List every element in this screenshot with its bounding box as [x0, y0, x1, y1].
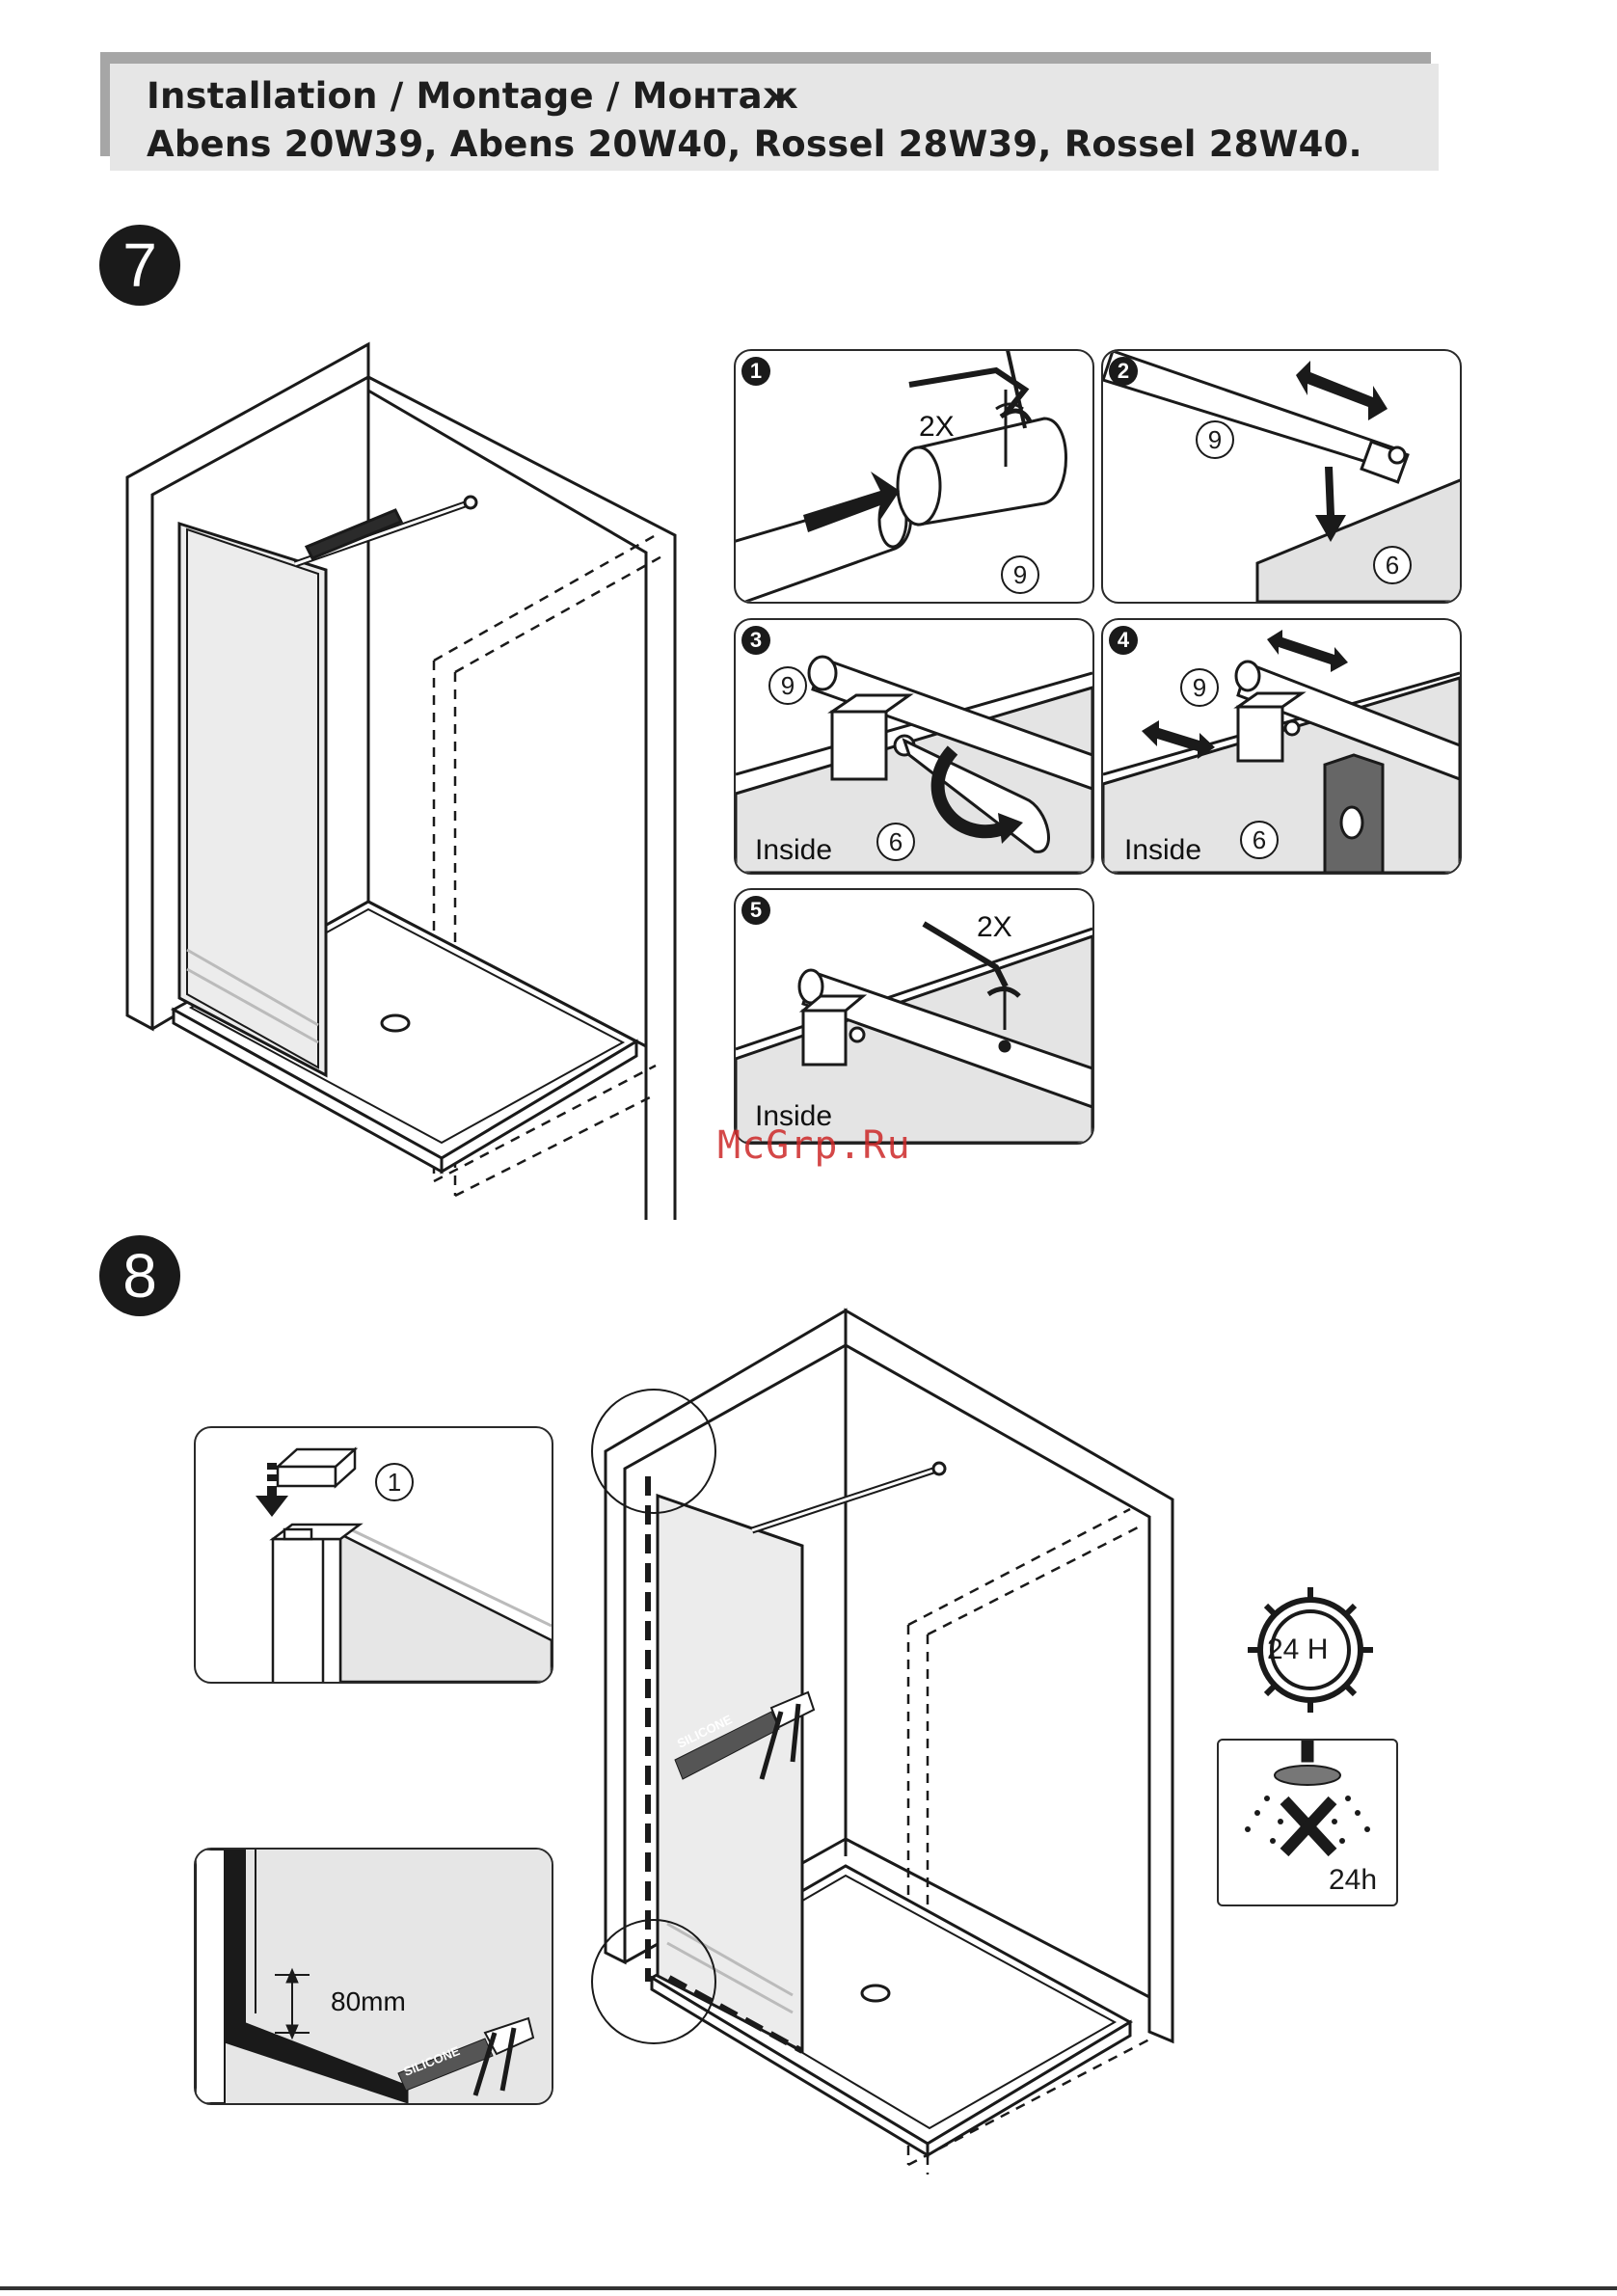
header-left-bar: [100, 52, 110, 156]
panel-3-number: 3: [741, 626, 770, 655]
panel-5-inside: Inside: [755, 1100, 832, 1133]
adjust-arrow-icon: [1267, 630, 1348, 672]
step-7-number: 7: [99, 225, 180, 306]
cap-panel-ref-1: 1: [375, 1463, 414, 1501]
no-shower-panel: 24h: [1217, 1739, 1398, 1906]
panel-4-number: 4: [1109, 626, 1138, 655]
drain-icon: [862, 1985, 889, 2001]
silicone-dimension: 80mm: [331, 1986, 406, 2017]
panel-4-ref-6: 6: [1240, 821, 1279, 859]
panel-4-ref-9: 9: [1180, 668, 1219, 707]
glass-panel: [179, 524, 326, 1075]
panel-4-inside: Inside: [1124, 834, 1201, 867]
step-8-number: 8: [99, 1235, 180, 1316]
step-7-panel-2: 2 9 6: [1101, 349, 1462, 604]
step-7-panel-4: 4 9 Inside 6: [1101, 618, 1462, 875]
panel-3-ref-9: 9: [768, 666, 807, 705]
step-7-panel-1: 1 2X 9: [734, 349, 1094, 604]
panel-2-glass: [1257, 476, 1460, 602]
panel-5-number: 5: [741, 896, 770, 925]
bottom-rule: [0, 2286, 1617, 2290]
panel-2-ref-6: 6: [1373, 546, 1412, 584]
header-top-bar: [100, 52, 1431, 64]
no-shower-label: 24h: [1329, 1864, 1377, 1897]
panel-1-number: 1: [741, 357, 770, 386]
step-8-silicone-panel: 80mm SILICONE: [194, 1848, 553, 2105]
step-8-cap-panel: 1: [194, 1426, 553, 1684]
panel-1-drawing: [736, 351, 1092, 602]
header-title: Installation / Montage / Монтаж: [147, 75, 798, 117]
drain-icon: [382, 1015, 409, 1031]
cure-timer-label: 24 H: [1267, 1634, 1328, 1666]
panel-3-inside: Inside: [755, 834, 832, 867]
step-7-shower-illustration: [116, 333, 685, 1220]
slide-arrow-icon: [1296, 361, 1388, 420]
cap-panel-drawing: [196, 1428, 552, 1682]
silicone-panel-drawing: [196, 1850, 552, 2103]
panel-2-number: 2: [1109, 357, 1138, 386]
panel-2-ref-9: 9: [1196, 420, 1234, 459]
panel-3-ref-6: 6: [876, 823, 915, 861]
step-7-panel-3: 3 9 Inside 6: [734, 618, 1094, 875]
header-models: Abens 20W39, Abens 20W40, Rossel 28W39, …: [147, 123, 1362, 165]
profile-icon: [273, 1539, 340, 1682]
panel-1-ref-9: 9: [1001, 555, 1039, 594]
panel-5-count: 2X: [977, 911, 1012, 944]
glass-panel: [658, 1496, 802, 2051]
step-7-panel-5: 5 2X Inside: [734, 888, 1094, 1145]
panel-1-count: 2X: [919, 411, 955, 444]
